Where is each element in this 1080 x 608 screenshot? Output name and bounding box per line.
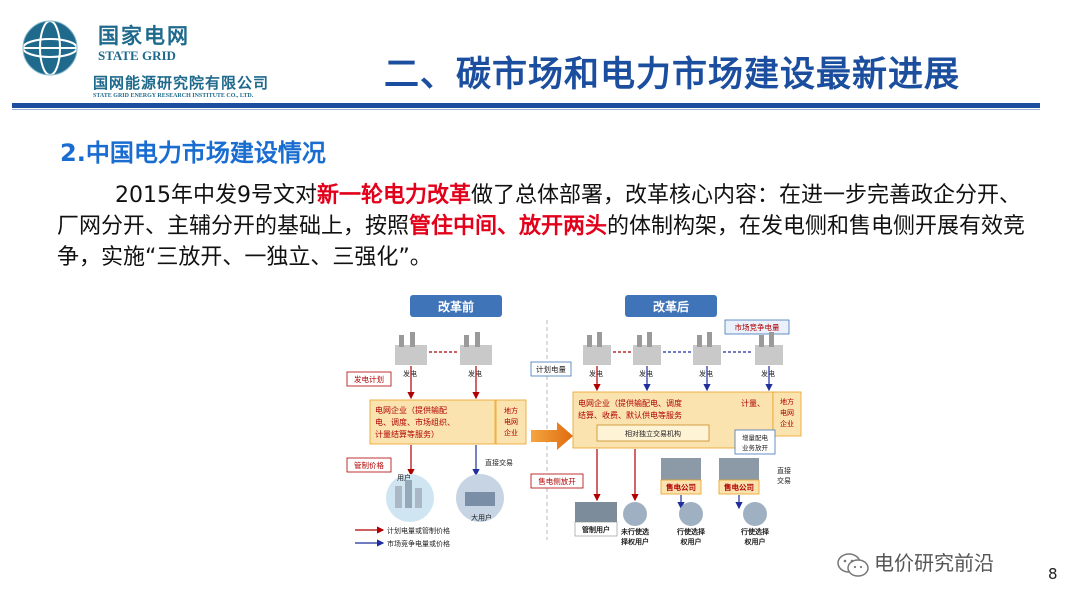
logo-name-cn: 国家电网 [98, 24, 190, 48]
retail-company-photo [661, 458, 701, 480]
regulated-user-label: 管制用户 [582, 525, 610, 534]
retail-company-box [718, 479, 760, 495]
state-grid-globe-icon [22, 20, 78, 76]
para-highlight-2: 管住中间、放开两头 [409, 214, 608, 239]
power-plant-icon [755, 332, 783, 365]
reform-diagram: 改革前 改革后 市场竞争电量 发电 发电 发电计划 电网企业（提供输配 电、调度… [346, 295, 802, 548]
user-group-icon [679, 502, 703, 526]
incremental-box [734, 429, 776, 455]
para-text-1: 2015年中发9号文对 [115, 183, 317, 208]
wechat-icon [837, 552, 869, 577]
gen-label: 发电 [639, 369, 653, 378]
local-grid-after-box [772, 391, 802, 437]
grid-before-line-2: 电、调度、市场组织、 [375, 417, 455, 427]
user-group-icon [743, 502, 767, 526]
gen-label: 发电 [761, 369, 775, 378]
body-paragraph: 2015年中发9号文对新一轮电力改革做了总体部署，改革核心内容：在进一步完善政企… [57, 180, 1032, 273]
before-header [410, 295, 502, 317]
grid-after-line-2: 结算、收费、默认供电等服务 [578, 410, 682, 420]
plan-power-label: 计划电量 [536, 364, 566, 374]
metering-label: 计量、 [741, 398, 765, 408]
gen-plan-label: 发电计划 [354, 374, 384, 384]
retail-company-box [660, 479, 702, 495]
regulated-price-label: 管制价格 [354, 460, 384, 470]
exchange-box [596, 424, 710, 442]
after-label: 改革后 [653, 299, 689, 314]
local-grid-after-line-3: 企业 [780, 419, 794, 428]
grid-before-line-3: 计量结算等服务） [375, 429, 439, 439]
gen-label: 发电 [468, 369, 482, 378]
after-header [625, 295, 717, 317]
exercise-choice-line-1: 行使选择 [740, 527, 770, 536]
grid-company-before-box [369, 399, 496, 445]
user-group-icon [623, 502, 647, 526]
regulated-user-photo [575, 502, 617, 522]
title-rule [12, 103, 1040, 108]
exercise-choice-line-2: 权用户 [744, 537, 766, 546]
transition-arrow [531, 422, 573, 450]
incremental-line-2: 业务放开 [742, 443, 769, 452]
local-grid-after-line-1: 地方 [780, 397, 794, 406]
section-subtitle: 2.中国电力市场建设情况 [60, 139, 326, 167]
grid-before-line-1: 电网企业（提供输配 [375, 405, 447, 415]
local-grid-line-2: 电网 [504, 417, 518, 426]
power-plant-icon [583, 332, 611, 365]
retail-company-photo [719, 458, 759, 480]
watermark: 电价研究前沿 [836, 547, 994, 578]
logo-name-en: STATE GRID [98, 48, 176, 63]
para-text-3: 的体制构架，在发电侧和售电侧开展有效竞争，实施“三放开、一独立、三强化”。 [57, 214, 1026, 270]
power-plant-icon [693, 332, 721, 365]
gen-label: 发电 [403, 369, 417, 378]
legend-plan: 计划电量或管制价格 [387, 526, 450, 535]
direct-trade-after-1: 直接 [777, 466, 791, 475]
market-power-label: 市场竞争电量 [735, 322, 780, 332]
para-text-2: 做了总体部署，改革核心内容：在进一步完善政企分开、厂网分开、主辅分开的基础上，按… [57, 183, 1022, 239]
grid-after-line-1: 电网企业（提供输配电、调度 [578, 398, 682, 408]
market-power-tag [724, 319, 790, 335]
local-grid-line-3: 企业 [504, 428, 518, 437]
local-grid-after-line-2: 电网 [780, 408, 794, 417]
retail-company-label: 售电公司 [666, 482, 696, 492]
logo-institute-en: STATE GRID ENERGY RESEARCH INSTITUTE CO.… [93, 93, 254, 99]
plan-power-tag [530, 361, 572, 377]
before-label: 改革前 [438, 299, 474, 314]
regulated-user-box [574, 521, 618, 537]
legend-market: 市场竞争电量或价格 [387, 539, 450, 548]
regulated-price-tag [346, 457, 392, 473]
retail-company-label: 售电公司 [724, 482, 754, 492]
exchange-label: 相对独立交易机构 [625, 429, 681, 438]
gen-label: 发电 [589, 369, 603, 378]
big-user-label: 大用户 [471, 513, 492, 522]
slide-title: 二、碳市场和电力市场建设最新进展 [384, 55, 961, 95]
direct-trade-after-2: 交易 [777, 476, 791, 485]
incremental-line-1: 增量配电 [742, 433, 769, 442]
state-grid-logo: 国家电网 STATE GRID 国网能源研究院有限公司 STATE GRID E… [20, 18, 290, 99]
power-plant-icon [633, 332, 661, 365]
gen-label: 发电 [699, 369, 713, 378]
retail-open-tag [530, 473, 584, 489]
watermark-text: 电价研究前沿 [874, 551, 994, 575]
not-exercised-line-1: 未行使选 [621, 527, 649, 536]
user-label: 用户 [397, 473, 411, 482]
local-grid-box [495, 399, 527, 445]
not-exercised-line-2: 择权用户 [621, 537, 649, 546]
retail-open-label: 售电侧放开 [538, 476, 576, 486]
power-plant-icon [460, 332, 492, 365]
power-plant-icon [395, 332, 427, 365]
direct-trade-label: 直接交易 [485, 458, 513, 467]
exercise-choice-line-2: 权用户 [680, 537, 702, 546]
title-rule-thin [12, 109, 1040, 110]
gen-plan-tag [346, 371, 392, 387]
local-grid-line-1: 地方 [504, 406, 518, 415]
exercise-choice-line-1: 行使选择 [676, 527, 706, 536]
page-number: 8 [1048, 565, 1058, 583]
logo-institute-cn: 国网能源研究院有限公司 [93, 74, 270, 92]
para-highlight-1: 新一轮电力改革 [317, 183, 472, 208]
